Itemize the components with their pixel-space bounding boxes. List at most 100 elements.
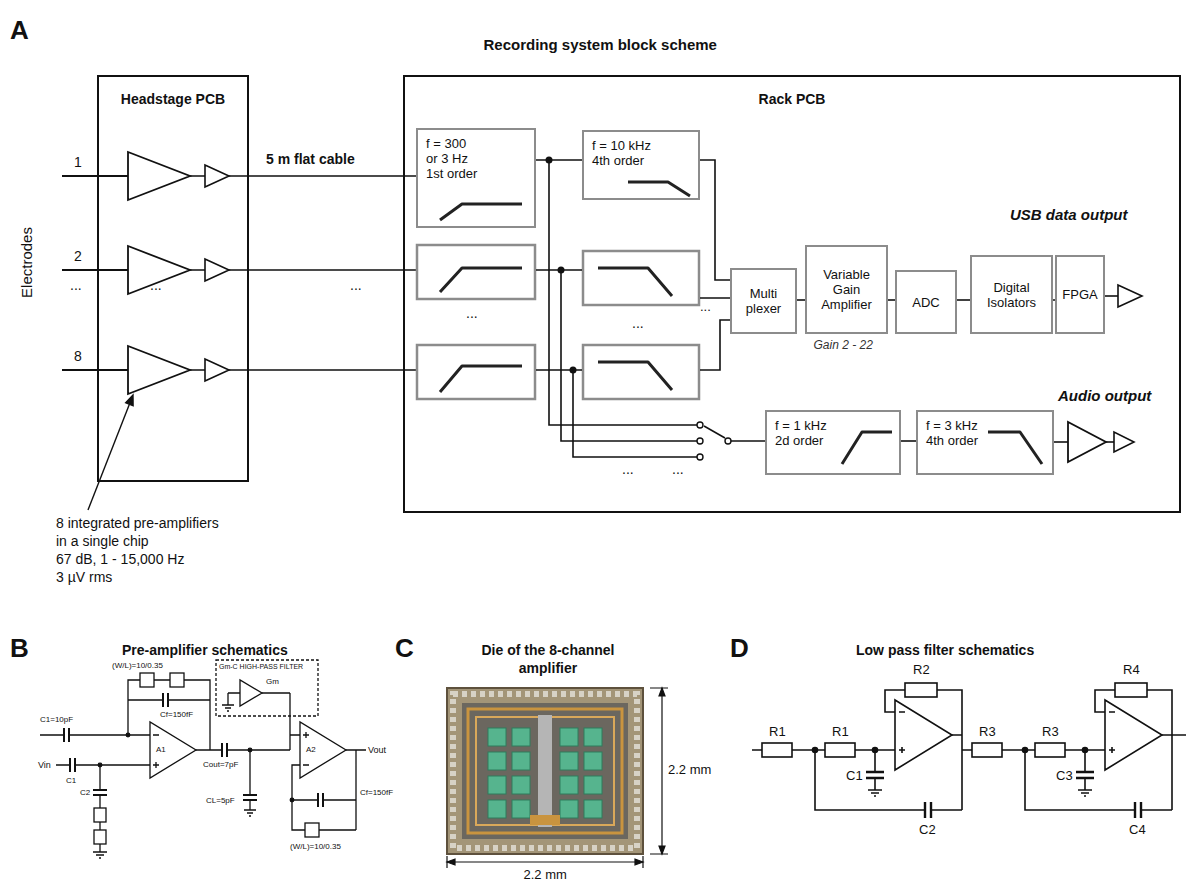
fpga-box: FPGA xyxy=(1055,255,1105,334)
lowpass-schematic xyxy=(905,683,937,697)
chip-die xyxy=(447,688,643,854)
chip-die xyxy=(560,776,578,794)
buffer-arrow xyxy=(190,259,229,281)
component-label: C2 xyxy=(80,788,90,798)
preamp-schematic xyxy=(40,660,366,858)
chip-die xyxy=(584,752,602,770)
signal-connector xyxy=(536,159,582,161)
box-text: Multi plexer xyxy=(734,286,793,316)
dimension-line xyxy=(447,688,668,868)
dimension-line xyxy=(447,688,668,868)
preamp-schematic xyxy=(93,705,256,858)
chip-die xyxy=(488,752,506,770)
ellipsis: ... xyxy=(466,304,478,322)
filter-slope-icon xyxy=(842,432,892,464)
signal-wire xyxy=(1105,295,1118,297)
preamp-schematic xyxy=(248,748,252,752)
box-text: FPGA xyxy=(1062,287,1097,302)
callout-note: 3 µV rms xyxy=(56,568,112,586)
board-title: Headstage PCB xyxy=(99,91,247,108)
switch-contact xyxy=(697,422,703,428)
component-label: C1 xyxy=(66,776,76,786)
preamp-schematic xyxy=(140,673,154,687)
component-label: CL=5pF xyxy=(206,796,235,806)
component-label: C1=10pF xyxy=(40,715,73,725)
box-text: f = 10 kHz 4th order xyxy=(592,138,658,168)
filter-slope-icon xyxy=(440,268,522,292)
filter-box-outline xyxy=(417,345,535,399)
component-label: C2 xyxy=(919,822,936,838)
ellipsis: ... xyxy=(632,314,644,332)
panel-title: Low pass filter schematics xyxy=(856,641,1034,659)
channel-number: 1 xyxy=(74,153,82,171)
dimension-line xyxy=(447,859,455,865)
output-label: USB data output xyxy=(1010,205,1128,224)
chip-die xyxy=(488,800,506,818)
signal-connector xyxy=(901,440,916,442)
panel-letter: C xyxy=(395,632,414,665)
junction-dot xyxy=(546,157,577,374)
adc-box: ADC xyxy=(895,270,957,334)
chip-die xyxy=(453,694,637,848)
signal-wire xyxy=(549,160,697,457)
gain-note: Gain 2 - 22 xyxy=(814,338,873,353)
component-label: A1 xyxy=(156,745,166,755)
signal-wire xyxy=(1114,432,1134,452)
isolator-box: Digital Isolators xyxy=(970,255,1053,334)
ellipsis: ... xyxy=(70,276,82,294)
board-title: Rack PCB xyxy=(405,91,1179,108)
dimension-line xyxy=(659,846,665,854)
switch-contact xyxy=(697,438,703,444)
signal-wire xyxy=(1118,285,1142,307)
preamp-schematic xyxy=(56,765,150,852)
preamp-symbol xyxy=(128,152,190,200)
preamp-schematic xyxy=(98,763,102,767)
signal-connector xyxy=(700,160,730,280)
block-label: Gm-C HIGH-PASS FILTER xyxy=(219,662,303,671)
buffer-arrow xyxy=(190,165,229,381)
chip-die xyxy=(560,800,578,818)
filter-slope-icon xyxy=(988,432,1042,464)
lowpass-schematic xyxy=(1083,748,1088,753)
preamp-schematic xyxy=(240,680,262,706)
buffer-arrow xyxy=(190,165,229,187)
switch-contact xyxy=(697,422,731,460)
lowpass-schematic xyxy=(1035,743,1065,757)
panel-letter: D xyxy=(730,632,749,665)
dimension-line xyxy=(635,859,643,865)
highpass-filter-box: f = 1 kHz 2d order xyxy=(765,410,901,475)
lowpass-filter-box: f = 3 kHz 4th order xyxy=(916,410,1054,475)
filter-slope-icon xyxy=(440,204,522,220)
ellipsis: ... xyxy=(350,276,362,294)
chip-die xyxy=(447,688,643,854)
filter-box-outline xyxy=(583,345,699,399)
signal-name: Vin xyxy=(38,760,51,771)
signal-wire xyxy=(536,270,582,370)
lowpass-schematic xyxy=(813,748,818,753)
chip-die xyxy=(512,752,530,770)
filter-slope-icon xyxy=(440,182,1042,464)
component-label: Cf=150fF xyxy=(360,788,393,798)
signal-wire xyxy=(731,440,765,442)
component-label: R3 xyxy=(979,724,996,740)
component-label: Cf=150fF xyxy=(160,710,193,720)
callout-note: 67 dB, 1 - 15,000 Hz xyxy=(56,550,184,568)
output-label: Audio output xyxy=(1058,386,1151,405)
ellipsis: ... xyxy=(672,460,684,478)
lowpass-schematic xyxy=(1115,683,1147,697)
chip-die xyxy=(560,752,578,770)
panel-letter: A xyxy=(10,14,29,47)
lowpass-filter-box: f = 10 kHz 4th order xyxy=(582,130,700,200)
callout-note: 8 integrated pre-amplifiers in a single … xyxy=(56,514,232,550)
preamp-symbol xyxy=(128,346,190,394)
leader-line xyxy=(88,395,133,510)
filter-slope-icon xyxy=(598,268,672,296)
cable-wire xyxy=(229,176,416,370)
chip-die xyxy=(538,715,552,827)
signal-connector xyxy=(888,299,895,301)
ellipsis: ... xyxy=(150,276,162,294)
box-text: f = 300 or 3 Hz 1st order xyxy=(426,136,480,181)
signal-wire xyxy=(700,298,730,370)
switch-contact xyxy=(725,438,731,444)
